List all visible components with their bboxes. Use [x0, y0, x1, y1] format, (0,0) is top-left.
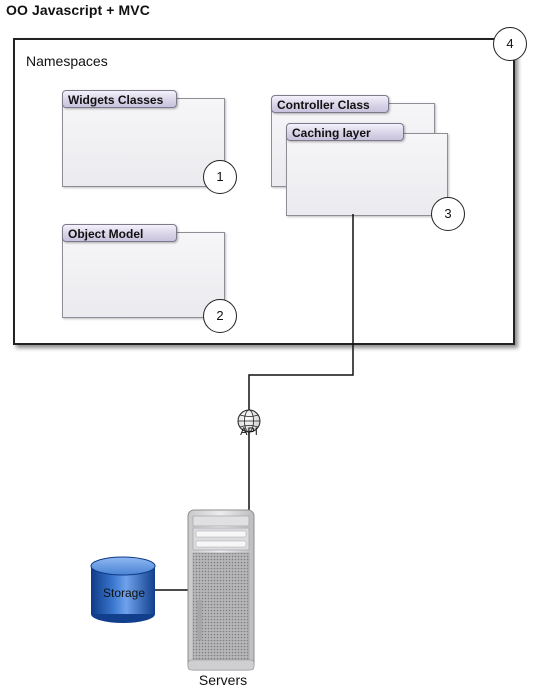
- storage-label: Storage: [102, 586, 146, 600]
- api-label: API: [240, 426, 258, 438]
- number-badge-4: 4: [493, 27, 527, 61]
- diagram-title: OO Javascript + MVC: [6, 2, 150, 18]
- controller-class-tab: Controller Class: [271, 95, 389, 113]
- globe-icon: [237, 409, 261, 433]
- widgets-classes-tab: Widgets Classes: [62, 90, 177, 108]
- caching-layer-tab: Caching layer: [286, 123, 404, 141]
- database-cylinder-icon: [90, 556, 156, 623]
- object-model-tab: Object Model: [62, 224, 177, 242]
- number-badge-2: 2: [203, 299, 237, 333]
- caching-layer-package: [286, 133, 448, 216]
- number-badge-1: 1: [203, 160, 237, 194]
- api-connection-line: [248, 214, 354, 512]
- server-tower-icon: [187, 509, 255, 671]
- servers-label: Servers: [198, 672, 248, 688]
- number-badge-3: 3: [431, 197, 465, 231]
- widgets-classes-package: [62, 98, 225, 187]
- namespaces-label: Namespaces: [26, 53, 108, 69]
